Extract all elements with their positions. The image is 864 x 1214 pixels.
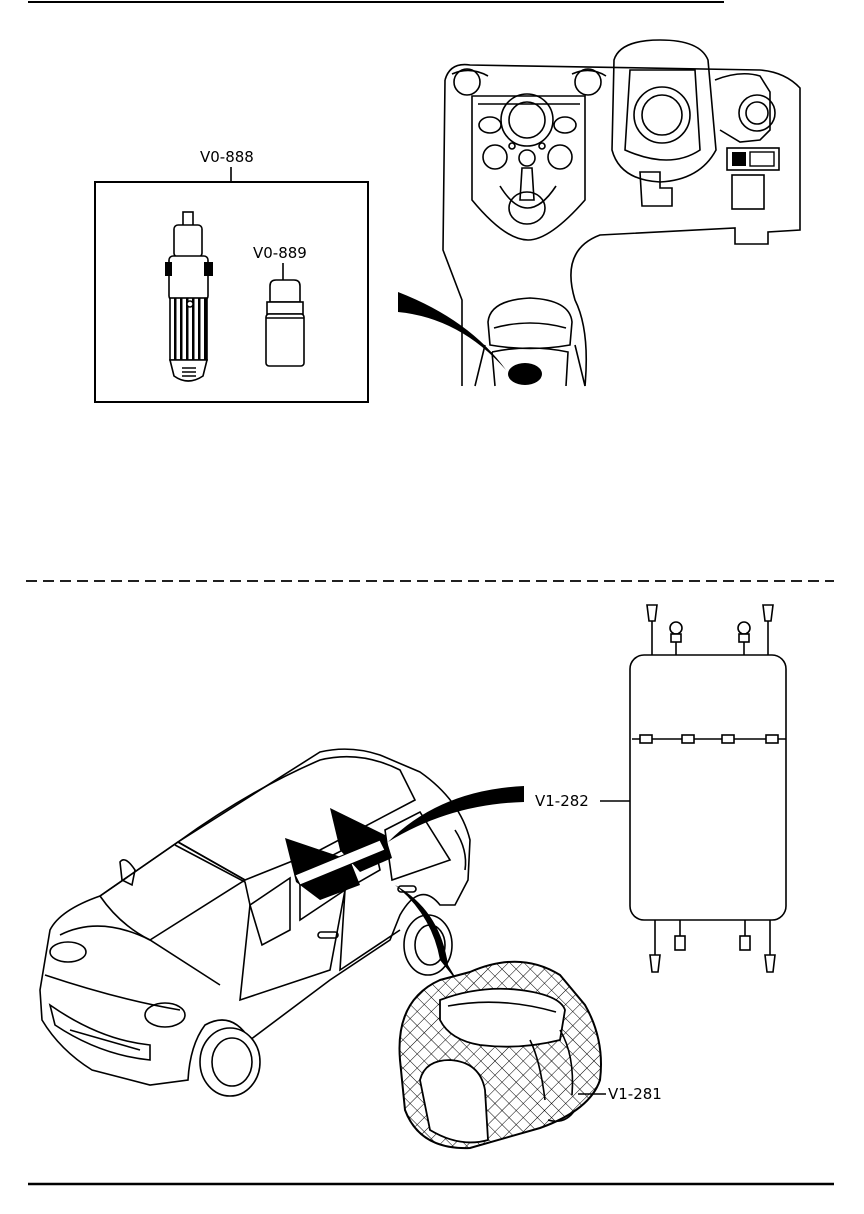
v1-282-label: V1-282: [535, 792, 589, 810]
v0-888-box: [94, 181, 369, 403]
v0-888-label: V0-888: [200, 148, 254, 166]
pointer-arrow-v1-282: [388, 786, 524, 842]
pointer-arrow-v1-281: [395, 885, 460, 985]
v0-889-label: V0-889: [253, 244, 307, 262]
cigarette-lighter-kit-group: V0-888 V0-889: [94, 148, 369, 403]
lighter-plug-icon: [165, 211, 213, 382]
seat-cover-panel: [629, 604, 787, 973]
v1-281-label: V1-281: [608, 1085, 662, 1103]
pet-carrier-drawing: [398, 960, 602, 1150]
dashboard-console-drawing: [442, 39, 801, 387]
accessory-socket-location: [508, 363, 542, 385]
car-drawing: [39, 748, 471, 1097]
accessory-socket-icon: [265, 279, 305, 367]
seat-cover-silhouettes: [285, 808, 392, 900]
pointer-arrow-top: [398, 292, 506, 370]
